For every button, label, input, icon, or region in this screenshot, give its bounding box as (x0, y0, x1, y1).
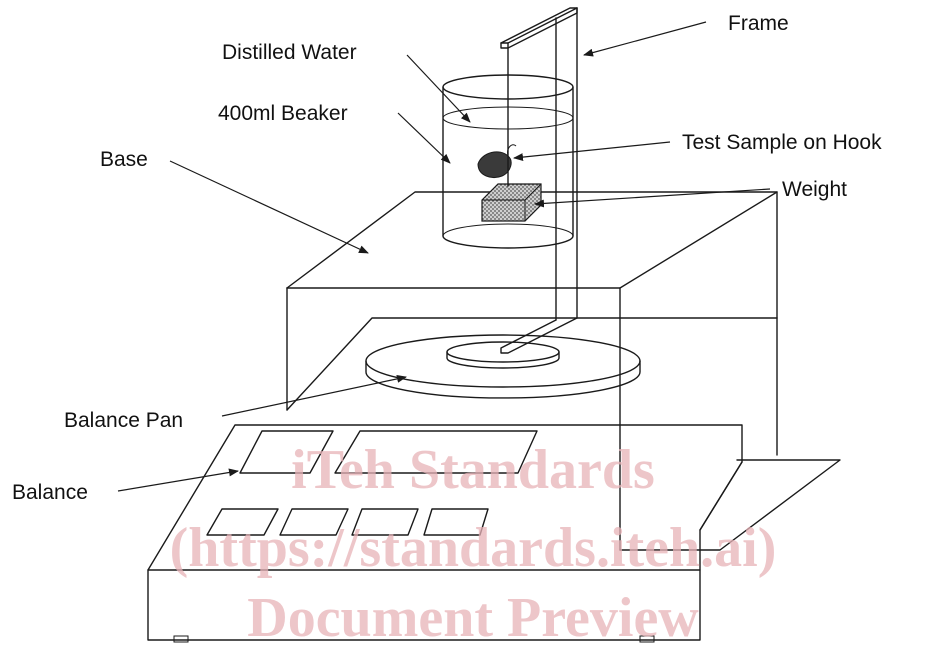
label-base: Base (100, 148, 148, 171)
leader-lines (117, 21, 771, 492)
beaker-arrow (397, 112, 451, 164)
watermark: iTeh Standards (https://standards.iteh.a… (170, 439, 777, 645)
test-sample-arrow (513, 141, 671, 162)
watermark-line-1: iTeh Standards (291, 439, 655, 501)
weight-block (481, 183, 542, 222)
balance-pan (365, 334, 641, 399)
distilled-water-arrow (406, 54, 471, 123)
base-box (286, 191, 841, 551)
weight-arrow (534, 188, 771, 208)
balance-arrow (117, 468, 239, 492)
test-sample (477, 144, 517, 178)
watermark-line-2: (https://standards.iteh.ai) (170, 517, 777, 579)
label-beaker: 400ml Beaker (218, 102, 348, 125)
balance-pan-arrow (221, 374, 407, 417)
balance-panel (206, 430, 538, 536)
label-frame: Frame (728, 12, 789, 35)
label-balance-pan: Balance Pan (64, 409, 183, 432)
watermark-line-3: Document Preview (247, 587, 699, 645)
base-arrow (169, 160, 369, 254)
label-weight: Weight (782, 178, 847, 201)
label-test-sample: Test Sample on Hook (682, 131, 882, 154)
frame-arrow (583, 21, 707, 57)
label-distilled-water: Distilled Water (222, 41, 357, 64)
label-balance: Balance (12, 481, 88, 504)
balance-body (147, 424, 743, 643)
frame (500, 7, 578, 354)
labels: Frame Distilled Water 400ml Beaker Base … (12, 12, 882, 504)
